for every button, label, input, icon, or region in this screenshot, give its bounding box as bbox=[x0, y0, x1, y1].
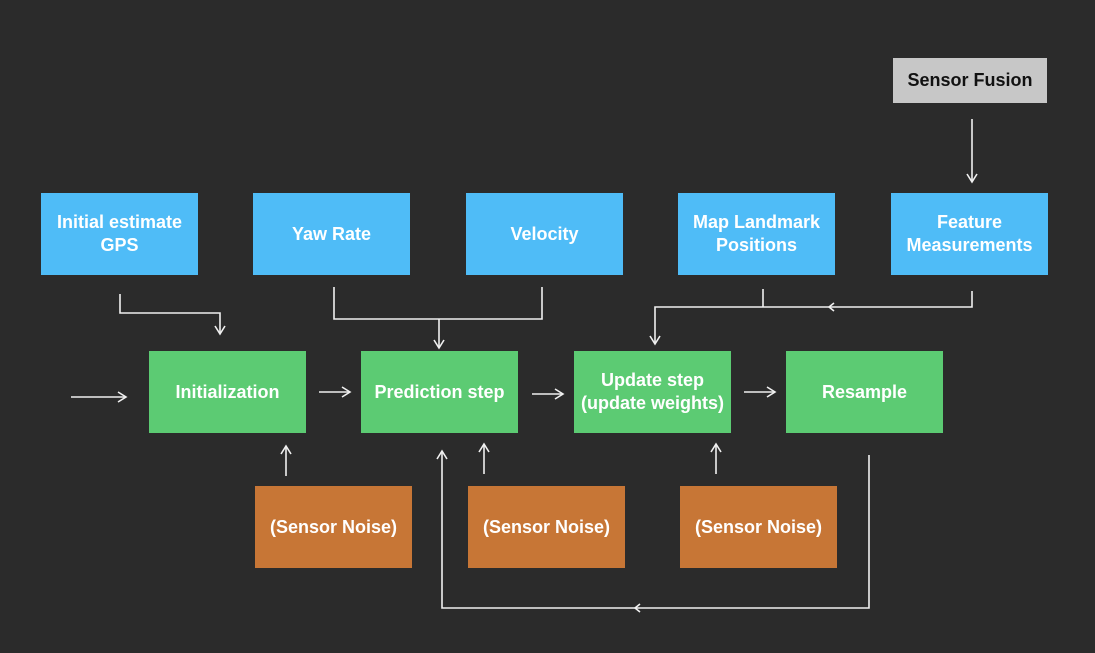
update-step-box: Update step (update weights) bbox=[574, 351, 731, 433]
arrow-resample-loop-to-prediction bbox=[436, 449, 870, 609]
sensor-noise-box-1: (Sensor Noise) bbox=[255, 486, 412, 568]
arrow-midline-marker bbox=[827, 302, 835, 312]
map-landmark-positions-box: Map Landmark Positions bbox=[678, 193, 835, 275]
arrow-feature-to-update bbox=[649, 291, 973, 346]
sensor-fusion-box: Sensor Fusion bbox=[893, 58, 1047, 103]
initialization-box: Initialization bbox=[149, 351, 306, 433]
arrow-initial-estimate-to-initialization bbox=[119, 294, 226, 336]
initial-estimate-gps-box: Initial estimate GPS bbox=[41, 193, 198, 275]
yaw-rate-box: Yaw Rate bbox=[253, 193, 410, 275]
sensor-noise-box-3: (Sensor Noise) bbox=[680, 486, 837, 568]
arrow-loop-midline-marker bbox=[633, 603, 641, 613]
prediction-step-box: Prediction step bbox=[361, 351, 518, 433]
feature-measurements-box: Feature Measurements bbox=[891, 193, 1048, 275]
sensor-noise-box-2: (Sensor Noise) bbox=[468, 486, 625, 568]
resample-box: Resample bbox=[786, 351, 943, 433]
arrow-yaw-velocity-merge bbox=[333, 287, 543, 320]
velocity-box: Velocity bbox=[466, 193, 623, 275]
